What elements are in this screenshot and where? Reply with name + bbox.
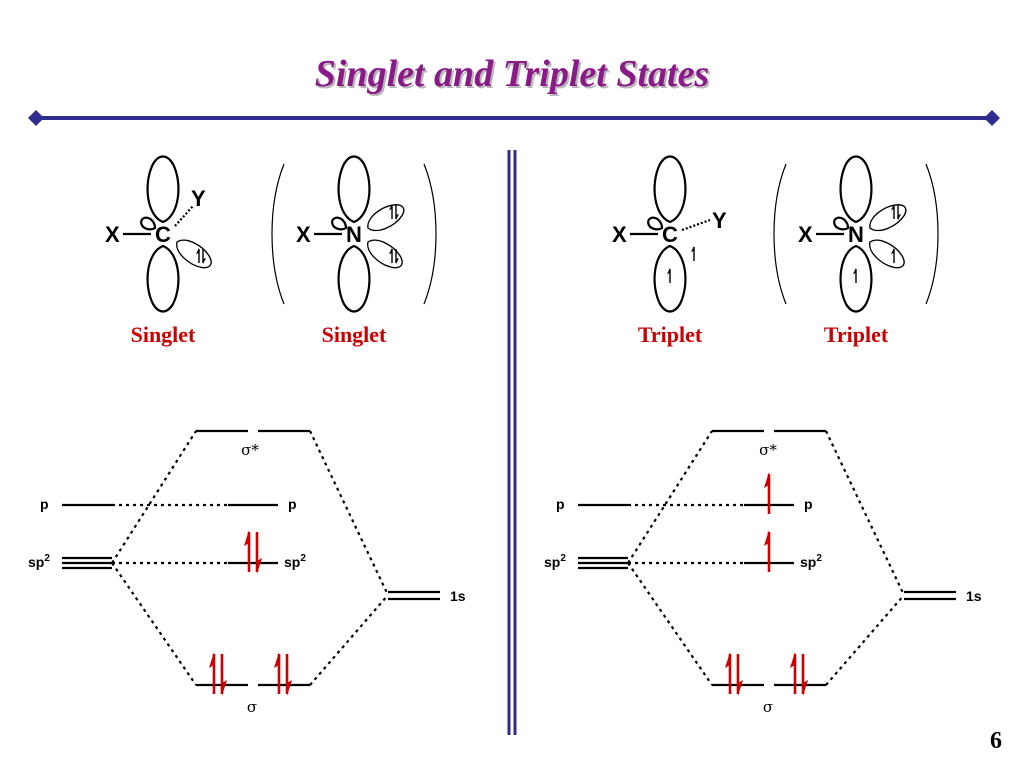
atom-n: N (346, 222, 362, 247)
state-label-singlet-nitrene: Singlet (322, 322, 387, 347)
single-electron-p-icon (762, 470, 771, 516)
p-lobe-bottom (146, 244, 180, 313)
state-label-singlet-carbene: Singlet (131, 322, 196, 347)
electron-pair-sigma-b-icon (788, 650, 810, 698)
label-sp2-left: sp2 (544, 553, 566, 570)
atom-x: X (105, 222, 120, 247)
p-lobe-bottom (337, 244, 371, 313)
structure-triplet-nitrene: X N (773, 155, 939, 313)
slide-title-group: Singlet and Triplet States Singlet and T… (315, 53, 711, 97)
atom-x: X (798, 222, 813, 247)
label-sigma-star: σ* (241, 441, 259, 459)
label-p-left: p (556, 496, 565, 512)
slide-title-shadow: Singlet and Triplet States (317, 55, 711, 97)
paren-right-icon (925, 163, 939, 305)
label-p-right: p (804, 496, 813, 512)
label-sp2-left: sp2 (28, 553, 50, 570)
electron-pair-sigma-a-icon (723, 650, 745, 698)
rule-diamond-left-icon (28, 110, 44, 126)
mo-diagram-triplet: p sp2 σ* p sp2 σ 1s (544, 429, 982, 716)
paren-left-icon (773, 163, 787, 305)
label-p-left: p (40, 496, 49, 512)
paren-left-icon (271, 163, 285, 305)
atom-y: Y (712, 208, 727, 233)
rule-diamond-right-icon (984, 110, 1000, 126)
single-electron-icon (690, 245, 695, 262)
p-lobe-top (839, 155, 873, 224)
p-lobe-top (337, 155, 371, 224)
correlation-lines (627, 430, 905, 686)
p-lobe-top (146, 155, 180, 224)
correlation-lines (111, 430, 389, 686)
structure-singlet-carbene: X C Y (105, 155, 217, 313)
label-sigma: σ (763, 698, 773, 716)
structure-singlet-nitrene: X N (271, 155, 437, 313)
slide-title: Singlet and Triplet States (315, 53, 709, 95)
paren-right-icon (423, 163, 437, 305)
hashed-bond-c-y (681, 218, 711, 232)
label-1s: 1s (450, 588, 466, 604)
state-label-triplet-carbene: Triplet (638, 322, 703, 347)
label-sigma-star: σ* (759, 441, 777, 459)
label-p-right: p (288, 496, 297, 512)
atom-y: Y (191, 186, 206, 211)
atom-c: C (155, 222, 171, 247)
single-electron-sp2-icon (762, 528, 771, 574)
label-sp2-right: sp2 (800, 553, 822, 570)
hashed-bond-c-y (174, 205, 194, 227)
atom-x: X (612, 222, 627, 247)
state-label-triplet-nitrene: Triplet (824, 322, 889, 347)
page-number: 6 (990, 728, 1002, 754)
electron-pair-sp2-icon (242, 528, 264, 576)
electron-pair-sigma-a-icon (207, 650, 229, 698)
mo-diagram-singlet: p sp2 σ* p sp2 σ 1s (28, 429, 466, 716)
structure-triplet-carbene: X C Y (612, 155, 727, 313)
label-1s: 1s (966, 588, 982, 604)
label-sp2-right: sp2 (284, 553, 306, 570)
atom-c: C (662, 222, 678, 247)
atom-x: X (296, 222, 311, 247)
title-rule (28, 110, 1000, 126)
sp2-lobe-upper (864, 198, 911, 237)
atom-n: N (848, 222, 864, 247)
p-lobe-top (653, 155, 687, 224)
electron-pair-sigma-b-icon (272, 650, 294, 698)
vertical-divider (507, 150, 517, 735)
sp2-lobe-upper (362, 198, 409, 237)
label-sigma: σ (247, 698, 257, 716)
